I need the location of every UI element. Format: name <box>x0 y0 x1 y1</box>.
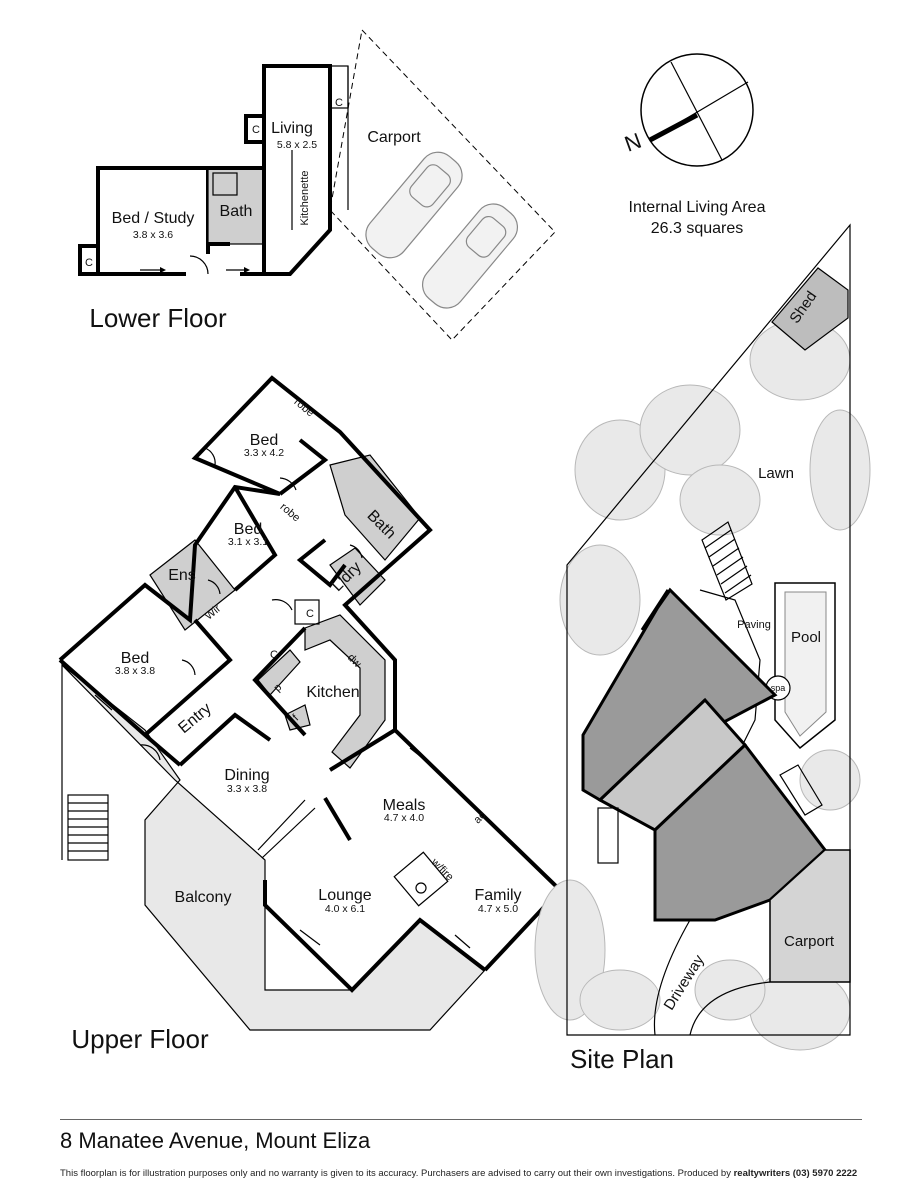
bed2-walls <box>233 485 278 592</box>
balcony-label: Balcony <box>175 889 232 906</box>
room-family-name: Family <box>474 887 521 904</box>
north-arrow-icon <box>648 112 699 143</box>
upper-floor-plan <box>58 375 563 1031</box>
room-living-size: 5.8 x 2.5 <box>277 139 317 151</box>
garden-steps <box>701 521 753 601</box>
room-lounge-name: Lounge <box>318 887 371 904</box>
cupboard-label: C <box>270 649 278 661</box>
room-dining-name: Dining <box>224 767 269 784</box>
vegetation <box>534 319 871 1051</box>
room-bed-study-name: Bed / Study <box>112 210 195 227</box>
room-bed-study-size: 3.8 x 3.6 <box>133 229 173 241</box>
dining-walls <box>178 712 272 767</box>
lower-floor-plan <box>78 28 556 341</box>
room-living-name: Living <box>271 120 313 137</box>
room-kitchenette: Kitchenette <box>299 170 311 225</box>
living-walls <box>240 64 332 276</box>
room-dining-size: 3.3 x 3.8 <box>227 783 267 795</box>
wood-fire-label: w/fire <box>428 856 456 884</box>
internal-living-area-label: Internal Living Area <box>629 199 766 216</box>
balcony-stairs <box>67 794 109 861</box>
room-bed2-size: 3.1 x 3.1 <box>228 536 268 548</box>
air-conditioner-label: ac <box>472 809 489 826</box>
site-carport <box>769 849 851 983</box>
kitchen-counter <box>304 614 386 769</box>
cupboard-label: C <box>85 257 93 269</box>
fridge-label: f <box>291 712 302 723</box>
robe-label: robe <box>292 396 317 419</box>
compass-north-label: N <box>621 128 644 157</box>
deck-steps <box>597 807 619 864</box>
paving-label: Paving <box>737 619 771 631</box>
room-bed2-name: Bed <box>234 521 262 538</box>
upper-external-walls-north <box>58 375 563 972</box>
laundry-area <box>329 547 386 606</box>
bed1-walls <box>278 438 329 496</box>
living-cupboard <box>244 114 264 144</box>
compass-circle <box>640 53 754 167</box>
site-plan-heading: Site Plan <box>570 1044 674 1074</box>
room-ensuite: Ens <box>168 567 196 584</box>
bed-study-cupboard <box>78 244 98 276</box>
pool-label: Pool <box>791 629 821 646</box>
kitchen-west-walls <box>252 626 307 737</box>
site-plan <box>534 223 871 1051</box>
room-lower-bath: Bath <box>220 203 253 220</box>
laundry-walls <box>296 538 347 588</box>
property-address: 8 Manatee Avenue, Mount Eliza <box>60 1128 371 1153</box>
car-icon <box>365 151 463 259</box>
spa-label: spa <box>771 683 786 693</box>
bed3-walls <box>143 618 233 737</box>
room-bed1-size: 3.3 x 4.2 <box>244 447 284 459</box>
room-bed1-name: Bed <box>250 432 278 449</box>
room-meals-size: 4.7 x 4.0 <box>384 812 424 824</box>
room-meals-name: Meals <box>383 797 426 814</box>
upper-floor-heading: Upper Floor <box>71 1024 209 1054</box>
robe-label: robe <box>278 501 303 524</box>
roof-north-wing <box>581 587 778 802</box>
disclaimer: This floorplan is for illustration purpo… <box>60 1168 857 1179</box>
site-carport-label: Carport <box>784 933 835 950</box>
floorplan-drawing: N Internal Living Area 26.3 squares Lowe… <box>58 28 871 1074</box>
lower-bath-area <box>207 167 265 245</box>
cupboard-label: C <box>306 608 314 620</box>
site-boundary <box>566 223 851 1036</box>
lawn-label: Lawn <box>758 465 794 482</box>
cupboard-label: C <box>335 97 343 109</box>
cupboard-label: C <box>252 124 260 136</box>
car-icon <box>421 203 519 309</box>
fireplace-icon <box>393 851 449 907</box>
room-bed3-size: 3.8 x 3.8 <box>115 665 155 677</box>
room-family-size: 4.7 x 5.0 <box>478 903 518 915</box>
producer-phone: (03) 5970 2222 <box>792 1168 858 1179</box>
internal-living-area-value: 26.3 squares <box>651 220 744 237</box>
driveway-edge <box>653 919 691 1036</box>
room-lounge-size: 4.0 x 6.1 <box>325 903 365 915</box>
producer-brand: realtywriters <box>733 1168 791 1179</box>
room-bed3-name: Bed <box>121 650 149 667</box>
lower-carport-label: Carport <box>367 129 421 146</box>
disclaimer-text: This floorplan is for illustration purpo… <box>60 1168 734 1179</box>
compass <box>640 53 754 167</box>
door-swing <box>139 744 161 761</box>
shed-building <box>771 267 849 351</box>
cupboard-upper <box>294 599 320 625</box>
room-kitchen: Kitchen <box>306 684 359 701</box>
footer-divider <box>60 1119 862 1120</box>
lower-floor-heading: Lower Floor <box>89 303 227 333</box>
